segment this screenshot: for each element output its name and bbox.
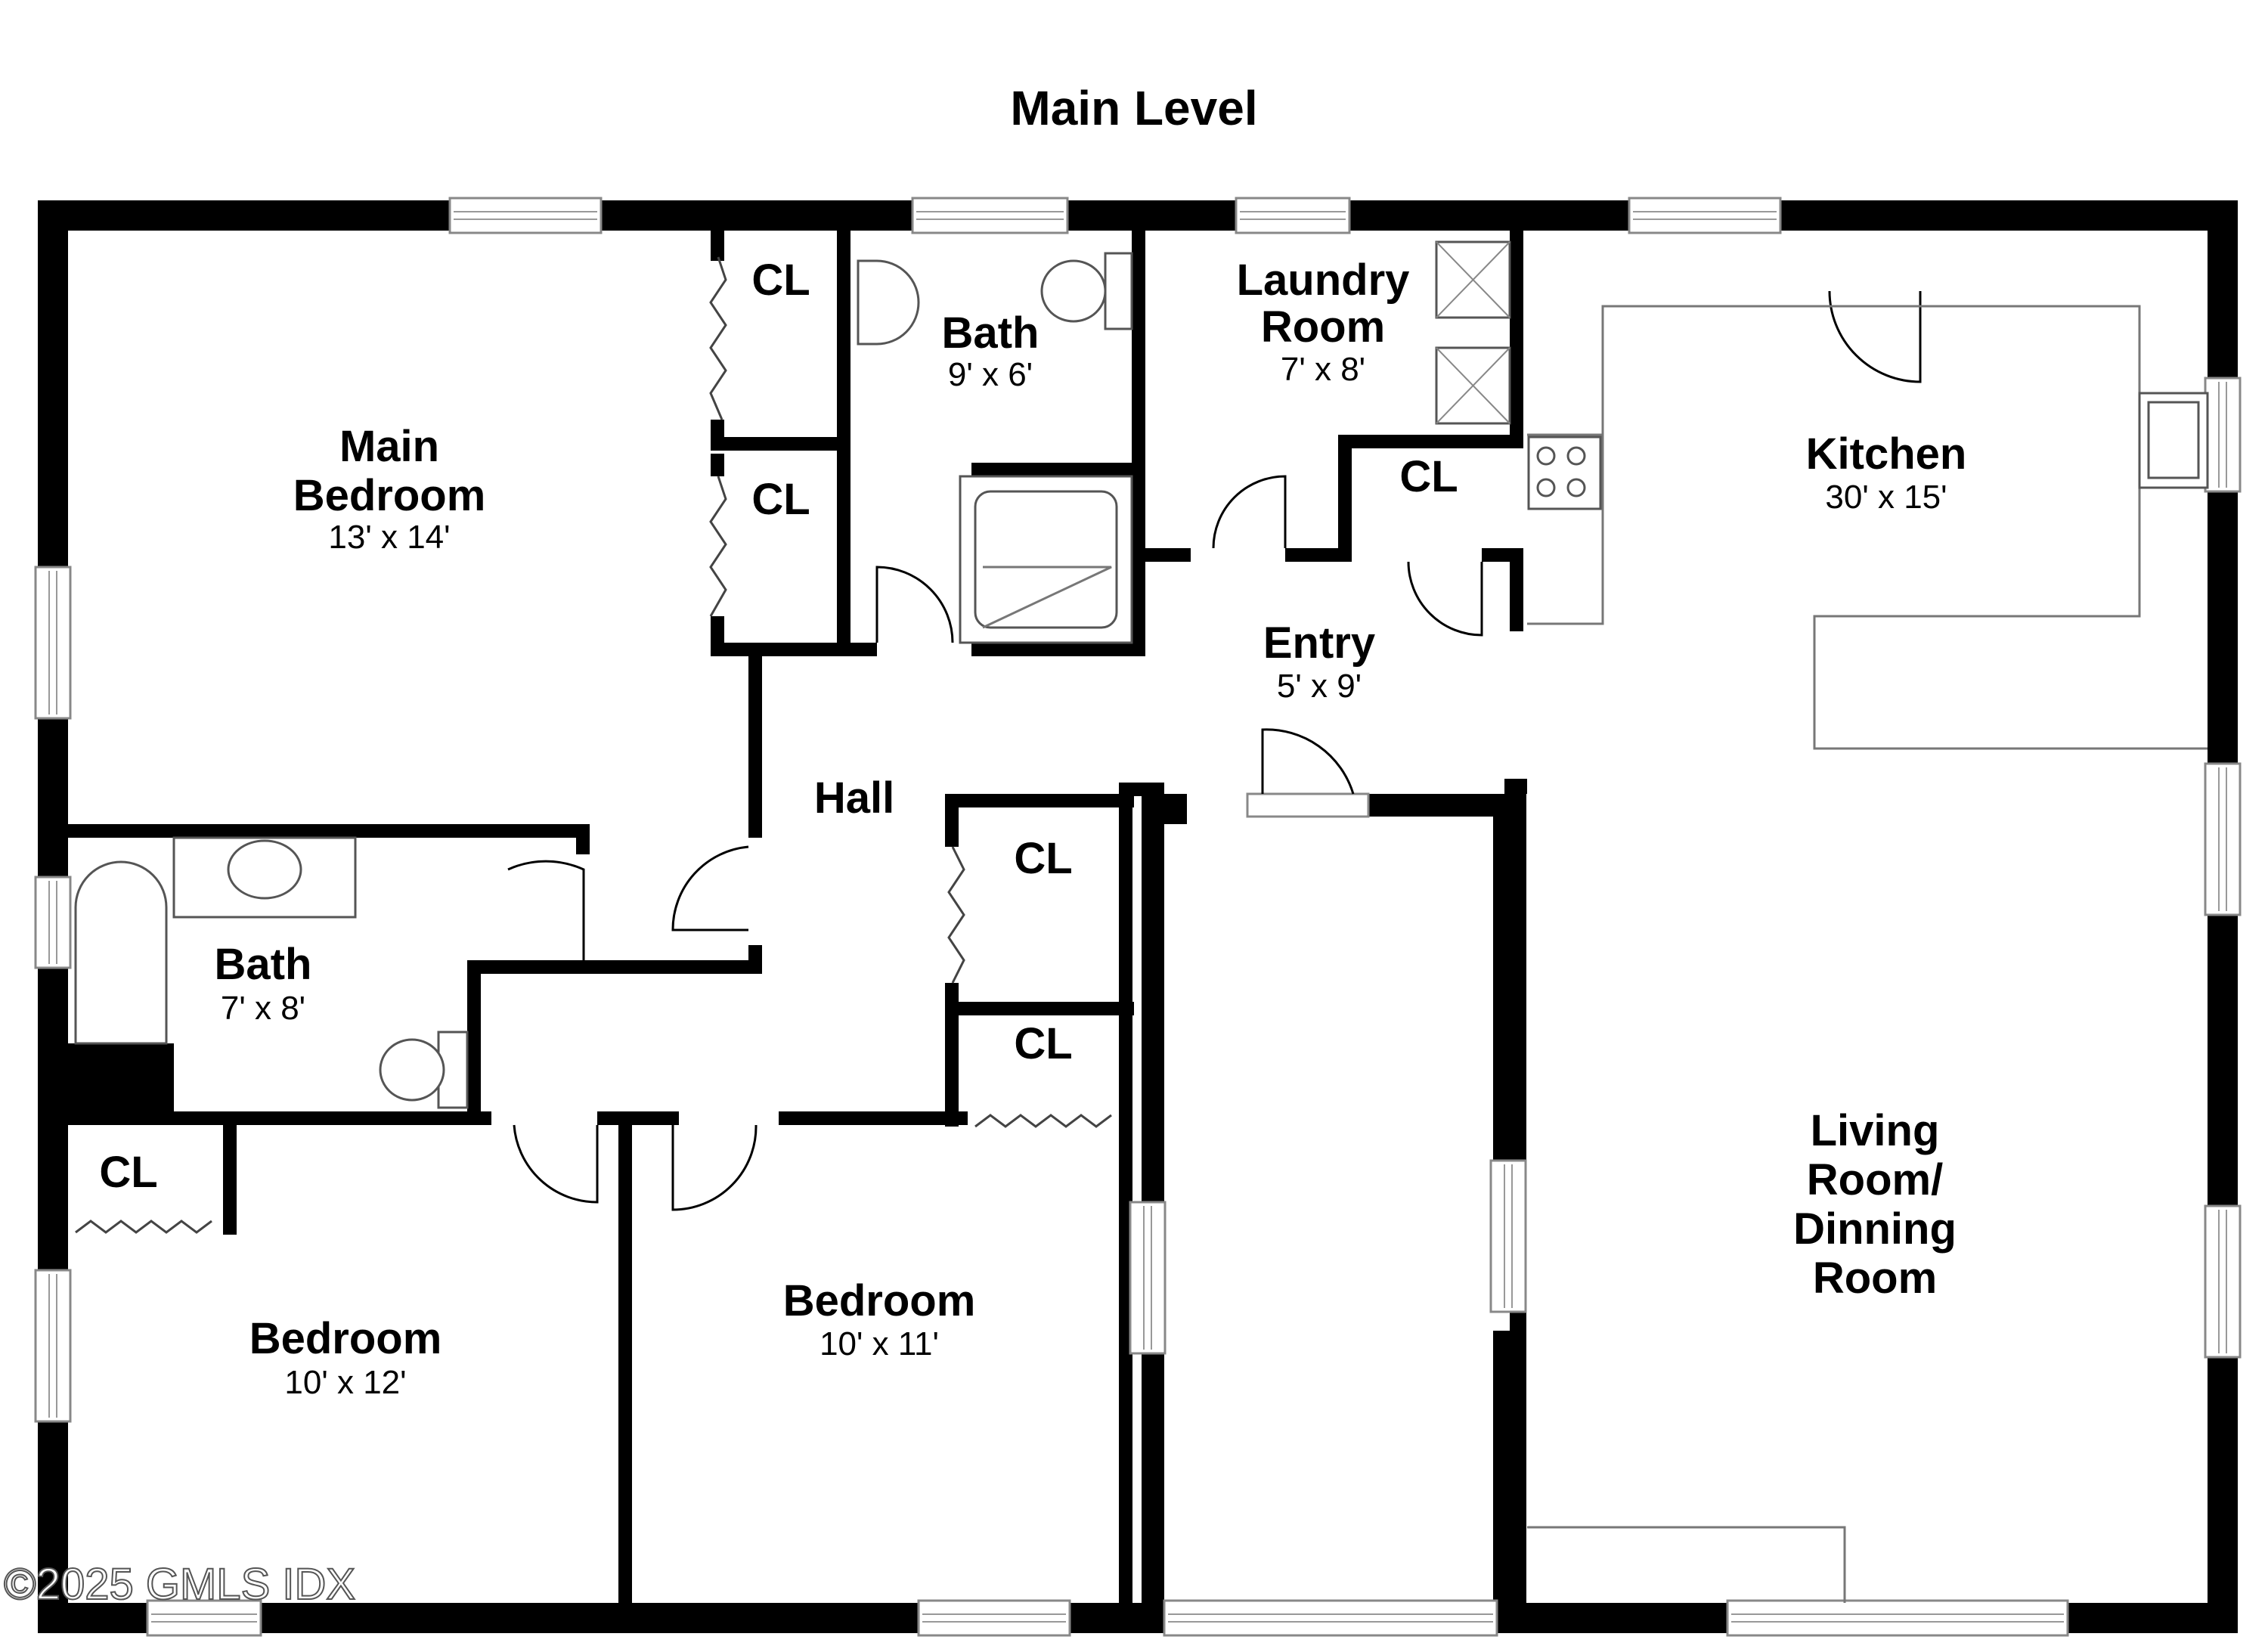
door-bedroom-left xyxy=(513,1124,599,1204)
window-bottom-1 xyxy=(146,1599,262,1637)
bath-top-name: Bath xyxy=(942,308,1040,358)
window-top-4 xyxy=(1628,197,1782,234)
living-line-4: Room xyxy=(1813,1254,1937,1303)
room-labels: Main Bedroom 13' x 14' CL CL Bath 9' x 6… xyxy=(99,256,1966,1401)
door-bath-top xyxy=(875,566,954,643)
window-top-1 xyxy=(448,197,603,234)
main-bedroom-dims: 13' x 14' xyxy=(328,519,450,556)
main-bedroom-name-1: Main xyxy=(339,422,439,471)
window-right-3 xyxy=(2204,1204,2242,1359)
walls xyxy=(38,200,2238,1633)
window-bottom-3 xyxy=(1163,1599,1498,1637)
window-left-3 xyxy=(34,1269,72,1423)
door-entry xyxy=(1261,728,1355,795)
kitchen-name: Kitchen xyxy=(1806,429,1967,479)
main-bedroom-name-2: Bedroom xyxy=(293,471,486,520)
door-bedroom-mid xyxy=(671,1124,758,1211)
closet-2-label: CL xyxy=(751,475,810,524)
door-laundry-closet xyxy=(1407,561,1483,637)
living-line-1: Living xyxy=(1811,1106,1940,1155)
bedroom-mid-name: Bedroom xyxy=(783,1276,976,1325)
closet-hall-2-label: CL xyxy=(1014,1019,1072,1068)
bath-sink-icon xyxy=(857,259,920,346)
door-kitchen xyxy=(1828,290,1922,383)
window-top-3 xyxy=(1235,197,1351,234)
bedroom-left-dims: 10' x 12' xyxy=(284,1364,406,1401)
kitchen-dims: 30' x 15' xyxy=(1825,479,1947,516)
bath-left-dims: 7' x 8' xyxy=(221,990,305,1027)
closet-laundry-label: CL xyxy=(1399,452,1458,501)
living-line-2: Room/ xyxy=(1807,1155,1943,1204)
window-right-1 xyxy=(2204,377,2242,493)
fixtures xyxy=(74,240,2209,1603)
hall-name: Hall xyxy=(814,773,894,823)
window-top-2 xyxy=(911,197,1069,234)
door-bath-left xyxy=(507,860,585,960)
windows xyxy=(34,197,2242,1637)
door-laundry xyxy=(1212,475,1287,549)
laundry-name-1: Laundry xyxy=(1237,256,1410,305)
window-left-2 xyxy=(34,876,72,969)
bath-top-dims: 9' x 6' xyxy=(948,356,1033,393)
window-bedroom-mid xyxy=(1129,1201,1167,1355)
laundry-name-2: Room xyxy=(1261,302,1385,352)
closet-doors xyxy=(75,256,1112,1234)
laundry-dims: 7' x 8' xyxy=(1281,351,1365,388)
window-bottom-2 xyxy=(917,1599,1071,1637)
entry-name: Entry xyxy=(1263,618,1375,668)
door-main-bedroom xyxy=(671,845,749,931)
bedroom-left-name: Bedroom xyxy=(249,1314,442,1363)
entry-dims: 5' x 9' xyxy=(1277,668,1362,705)
stove-icon xyxy=(1527,435,1602,510)
watermark: ©2025 GMLS IDX xyxy=(4,1560,355,1609)
window-entry xyxy=(1246,792,1370,818)
closet-hall-1-label: CL xyxy=(1014,834,1072,883)
window-left-1 xyxy=(34,566,72,720)
window-right-2 xyxy=(2204,762,2242,916)
bedroom-mid-dims: 10' x 11' xyxy=(820,1325,939,1362)
living-line-3: Dinning xyxy=(1793,1204,1957,1254)
bathtub-icon xyxy=(74,860,168,1045)
bath-left-name: Bath xyxy=(215,940,312,989)
window-bottom-4 xyxy=(1726,1599,2069,1637)
closet-1-label: CL xyxy=(751,256,810,305)
doors xyxy=(507,290,1922,1211)
plan-title: Main Level xyxy=(1010,81,1257,135)
window-living-left xyxy=(1489,1159,1527,1313)
toilet-icon xyxy=(1104,252,1133,330)
closet-left-label: CL xyxy=(99,1148,157,1197)
